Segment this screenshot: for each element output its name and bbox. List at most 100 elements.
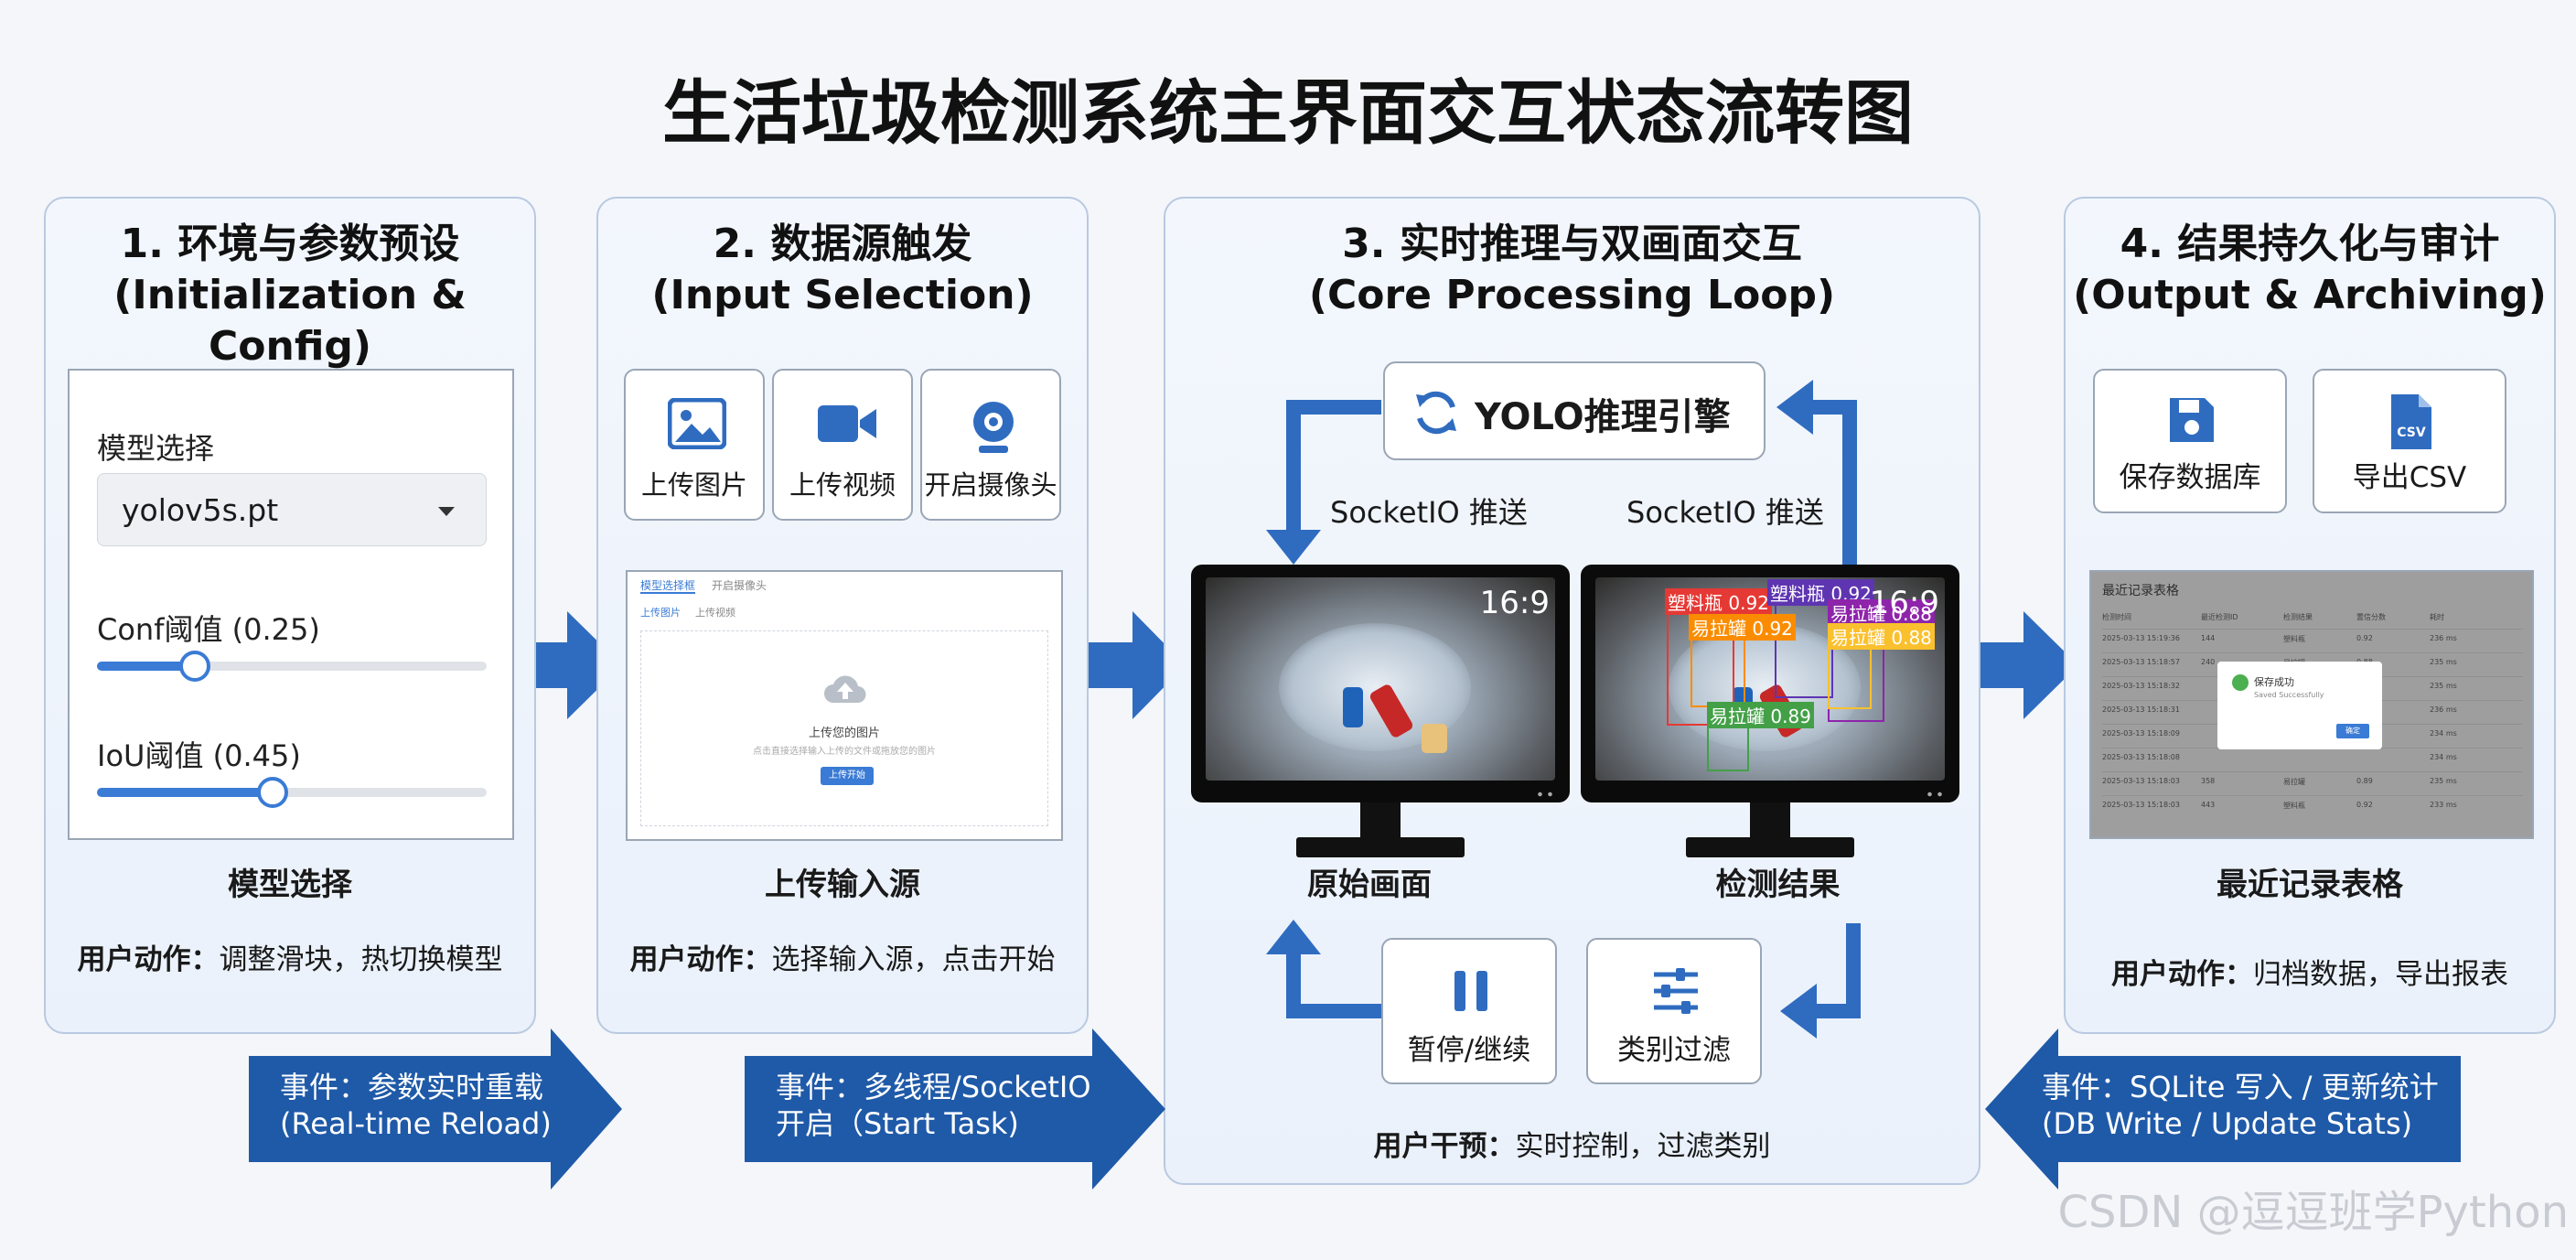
event-reload-text: 事件：参数实时重载(Real-time Reload) [280,1070,552,1141]
conf-slider-thumb[interactable] [178,651,210,682]
csv-file-icon: CSV [2391,394,2431,449]
panel-output-archiving: 4. 结果持久化与审计 (Output & Archiving) 保存数据库 C… [2064,197,2556,1034]
upload-panel-screenshot: 模型选择框开启摄像头 上传图片上传视频 上传您的图片 点击直接选择输入上传的文件… [626,570,1063,841]
table-cell: 235 ms [2430,658,2457,666]
start-upload-button[interactable]: 上传开始 [821,767,874,785]
iou-threshold-label: IoU阈值 (0.45) [97,738,301,773]
event-arrow-db-write [1985,1028,2461,1190]
table-cell: 235 ms [2430,777,2457,785]
sliders-icon [1654,968,1698,1014]
flow-arrow-2 [1087,611,1186,719]
config-card: 模型选择 yolov5s.pt Conf阈值 (0.25) IoU阈值 (0.4… [68,369,514,840]
panel-input-selection: 2. 数据源触发 (Input Selection) 上传图片 上传视频 开启摄… [596,197,1089,1034]
user-action: 用户动作：选择输入源，点击开始 [629,943,1056,976]
table-cell: 2025-03-13 15:18:32 [2102,682,2180,690]
table-header-cell: 置信分数 [2356,613,2386,621]
panel-core-processing-loop: 3. 实时推理与双画面交互 (Core Processing Loop) YOL… [1164,197,1980,1185]
class-filter-button[interactable]: 类别过滤 [1586,938,1762,1084]
svg-text:CSV: CSV [2397,425,2426,440]
socketio-push-left: SocketIO 推送 [1330,495,1528,530]
detection-label: 易拉罐 0.88 [1828,599,1935,626]
original-frame-image [1206,577,1555,781]
webcam-icon [973,402,1014,453]
diagram-title: 生活垃圾检测系统主界面交互状态流转图 [662,72,1914,154]
panel-title: 1. 环境与参数预设 (Initialization & Config) [113,221,467,370]
user-action: 用户动作：调整滑块，热切换模型 [77,943,503,976]
table-cell: 2025-03-13 15:18:08 [2102,753,2180,761]
conf-threshold-label: Conf阈值 (0.25) [97,612,320,647]
save-database-button[interactable]: 保存数据库 [2093,369,2287,513]
table-cell: 443 [2201,801,2216,809]
drop-zone[interactable]: 上传您的图片 点击直接选择输入上传的文件或拖放您的图片 上传开始 [640,630,1048,826]
user-intervention: 用户干预：实时控制，过滤类别 [1373,1130,1771,1163]
flow-arrow-1 [520,611,622,719]
original-frame-monitor: 16:9 [1191,565,1570,857]
table-cell: 塑料瓶 [2283,635,2305,643]
watermark: CSDN @逗逗班学Python [2057,1187,2570,1238]
save-disk-icon [2170,398,2214,442]
table-cell: 2025-03-13 15:18:03 [2102,777,2180,785]
event-db-write-text: 事件：SQLite 写入 / 更新统计(DB Write / Update St… [2042,1070,2439,1141]
table-cell: 0.89 [2356,777,2373,785]
refresh-icon [1416,391,1456,435]
table-cell: 易拉罐 [2283,778,2305,786]
video-camera-icon [818,405,876,442]
upload-image-button[interactable]: 上传图片 [624,369,765,521]
event-arrow-start-task [745,1028,1165,1190]
model-select-value: yolov5s.pt [122,492,279,528]
upload-subtabs: 上传图片上传视频 [640,607,735,619]
cloud-upload-icon [824,675,866,704]
detection-box [1775,598,1833,698]
model-select-label: 模型选择 [97,431,215,466]
detection-label: 塑料瓶 0.92 [1767,579,1874,606]
iou-threshold-slider[interactable] [97,777,487,808]
table-cell: 2025-03-13 15:18:03 [2102,801,2180,809]
upload-video-button[interactable]: 上传视频 [772,369,913,521]
detection-box [1828,643,1872,709]
panel-caption: 上传输入源 [765,867,920,903]
detection-box [1707,722,1749,771]
detection-label: 易拉罐 0.92 [1689,614,1796,641]
table-cell: 236 ms [2430,634,2457,642]
loop-arrows [1266,380,1861,1039]
open-webcam-button[interactable]: 开启摄像头 [920,369,1061,521]
table-cell: 235 ms [2430,682,2457,690]
event-arrow-reload [249,1028,622,1190]
detection-label: 易拉罐 0.88 [1828,623,1935,650]
table-cell: 0.92 [2356,801,2373,809]
table-header-cell: 耗时 [2430,613,2444,621]
export-csv-button[interactable]: CSV 导出CSV [2313,369,2506,513]
image-icon [668,398,726,449]
table-cell: 144 [2201,634,2216,642]
conf-threshold-slider[interactable] [97,651,487,682]
table-header-cell: 最近检测ID [2201,613,2238,621]
upload-tabs: 模型选择框开启摄像头 [640,579,767,594]
table-row [2102,652,2523,653]
detection-result-image: 塑料瓶 0.92 塑料瓶 0.92 易拉罐 0.92 易拉罐 0.88 易拉罐 … [1595,577,1945,781]
table-cell: 2025-03-13 15:19:36 [2102,634,2180,642]
yolo-inference-engine: YOLO推理引擎 [1383,361,1766,460]
table-cell: 2025-03-13 15:18:09 [2102,729,2180,738]
table-cell: 233 ms [2430,801,2457,809]
check-icon [2232,674,2249,691]
table-cell: 234 ms [2430,729,2457,738]
table-row [2102,795,2523,796]
chevron-down-icon [438,507,455,516]
iou-slider-thumb[interactable] [256,777,288,808]
detection-result-monitor: 塑料瓶 0.92 塑料瓶 0.92 易拉罐 0.92 易拉罐 0.88 易拉罐 … [1581,565,1959,857]
socketio-push-right: SocketIO 推送 [1626,495,1824,530]
table-cell: 236 ms [2430,705,2457,714]
table-cell: 358 [2201,777,2216,785]
model-select-dropdown[interactable]: yolov5s.pt [97,473,487,546]
iou-slider-fill [97,788,273,797]
user-action: 用户动作：归档数据，导出报表 [2111,958,2508,991]
pause-resume-button[interactable]: 暂停/继续 [1381,938,1557,1084]
table-cell: 塑料瓶 [2283,802,2305,810]
table-cell: 2025-03-13 15:18:31 [2102,705,2180,714]
aspect-ratio-badge: 16:9 [1479,585,1550,621]
modal-confirm-button[interactable]: 确定 [2336,724,2369,738]
save-success-modal: 保存成功 Saved Successfully 确定 [2217,662,2382,749]
aspect-ratio-badge: 16:9 [1869,585,1939,621]
